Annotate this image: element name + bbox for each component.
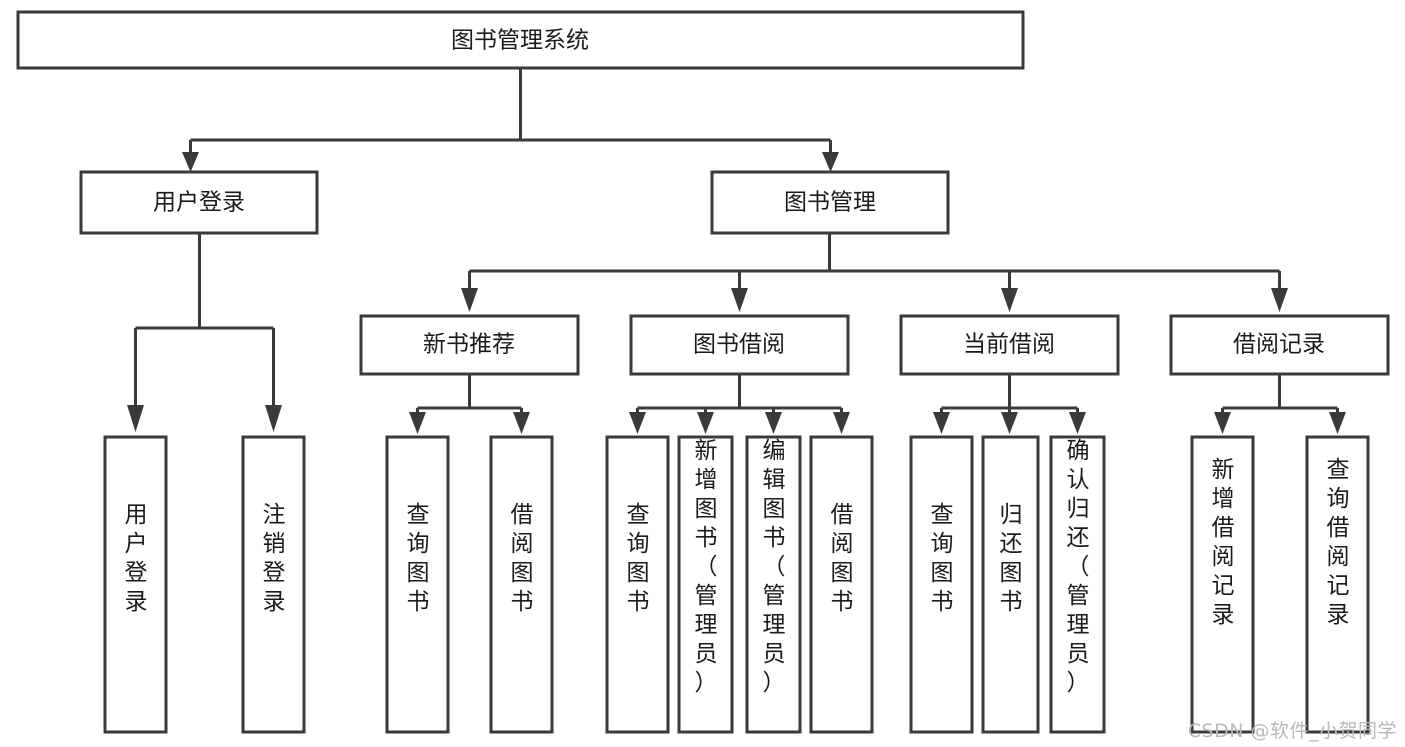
connector-borrowrecord-to-leaves	[1214, 374, 1346, 434]
node-leaf-query-book-2[interactable]: 查询图书	[605, 435, 670, 734]
arrow-icon	[513, 412, 530, 434]
arrow-icon	[182, 152, 199, 172]
node-leaf-borrow-book-1[interactable]: 借阅图书	[489, 435, 554, 734]
node-leaf-borrow-book-1-label: 借阅图书	[511, 502, 534, 615]
node-leaf-logout-label: 注销登录	[263, 502, 286, 615]
arrow-icon	[1001, 288, 1018, 312]
connector-userlogin-to-leaves	[127, 233, 282, 432]
node-leaf-query-book-1-label: 查询图书	[407, 502, 430, 615]
node-user-login[interactable]: 用户登录	[79, 170, 319, 235]
node-leaf-borrow-book-2-label: 借阅图书	[831, 502, 854, 615]
node-user-login-label: 用户登录	[153, 190, 245, 216]
node-leaf-query-borrow-record[interactable]: 查询借阅记录	[1305, 435, 1370, 734]
arrow-icon	[933, 412, 950, 434]
node-current-borrow[interactable]: 当前借阅	[899, 314, 1120, 376]
node-leaf-return-book[interactable]: 归还图书	[981, 435, 1040, 734]
arrow-icon	[822, 152, 839, 172]
node-leaf-logout[interactable]: 注销登录	[241, 435, 306, 734]
arrow-icon	[697, 412, 714, 434]
arrow-icon	[1001, 412, 1018, 434]
node-leaf-add-borrow-record[interactable]: 新增借阅记录	[1190, 435, 1255, 734]
node-borrow-record-label: 借阅记录	[1233, 332, 1325, 358]
connector-bookborrow-to-leaves	[629, 374, 850, 434]
arrow-icon	[127, 405, 144, 432]
arrow-icon	[731, 288, 748, 312]
node-leaf-add-book-label: 新增图书（管理员）	[695, 438, 718, 696]
arrow-icon	[629, 412, 646, 434]
node-leaf-query-book-3-label: 查询图书	[931, 502, 954, 615]
node-leaf-edit-book-label: 编辑图书（管理员）	[763, 438, 786, 696]
node-book-borrow[interactable]: 图书借阅	[629, 314, 850, 376]
arrow-icon	[1271, 288, 1288, 312]
arrow-icon	[765, 412, 782, 434]
node-book-management[interactable]: 图书管理	[710, 170, 950, 235]
arrow-icon	[409, 412, 426, 434]
node-leaf-query-borrow-record-label: 查询借阅记录	[1327, 457, 1350, 628]
node-new-book-recommend[interactable]: 新书推荐	[359, 314, 580, 376]
node-current-borrow-label: 当前借阅	[963, 332, 1055, 358]
node-book-management-label: 图书管理	[784, 190, 876, 216]
arrow-icon	[1214, 412, 1231, 434]
node-leaf-return-book-label: 归还图书	[1000, 502, 1023, 615]
arrow-icon	[1069, 412, 1086, 434]
arrow-icon	[461, 288, 478, 312]
node-root[interactable]: 图书管理系统	[16, 10, 1025, 70]
arrow-icon	[1329, 412, 1346, 434]
node-leaf-user-login[interactable]: 用户登录	[103, 435, 168, 734]
connector-root-to-level2	[182, 68, 839, 172]
connector-bookmgmt-to-level3	[461, 233, 1288, 312]
node-new-book-recommend-label: 新书推荐	[423, 332, 515, 358]
node-leaf-query-book-1[interactable]: 查询图书	[385, 435, 450, 734]
node-leaf-edit-book[interactable]: 编辑图书（管理员）	[745, 435, 802, 734]
arrow-icon	[265, 405, 282, 432]
watermark-text: CSDN @软件_小贺同学	[1187, 720, 1397, 742]
node-leaf-user-login-label: 用户登录	[125, 502, 148, 615]
connector-currentborrow-to-leaves	[933, 374, 1086, 434]
node-book-borrow-label: 图书借阅	[693, 332, 785, 358]
node-leaf-query-book-2-label: 查询图书	[627, 502, 650, 615]
node-leaf-add-book[interactable]: 新增图书（管理员）	[677, 435, 734, 734]
node-leaf-confirm-return-label: 确认归还（管理员）	[1067, 438, 1090, 696]
connector-newbook-to-leaves	[409, 374, 530, 434]
node-borrow-record[interactable]: 借阅记录	[1169, 314, 1390, 376]
node-root-label: 图书管理系统	[451, 28, 589, 54]
node-leaf-query-book-3[interactable]: 查询图书	[909, 435, 974, 734]
arrow-icon	[833, 412, 850, 434]
node-leaf-add-borrow-record-label: 新增借阅记录	[1212, 457, 1235, 628]
node-leaf-borrow-book-2[interactable]: 借阅图书	[809, 435, 874, 734]
node-leaf-confirm-return[interactable]: 确认归还（管理员）	[1049, 435, 1106, 734]
